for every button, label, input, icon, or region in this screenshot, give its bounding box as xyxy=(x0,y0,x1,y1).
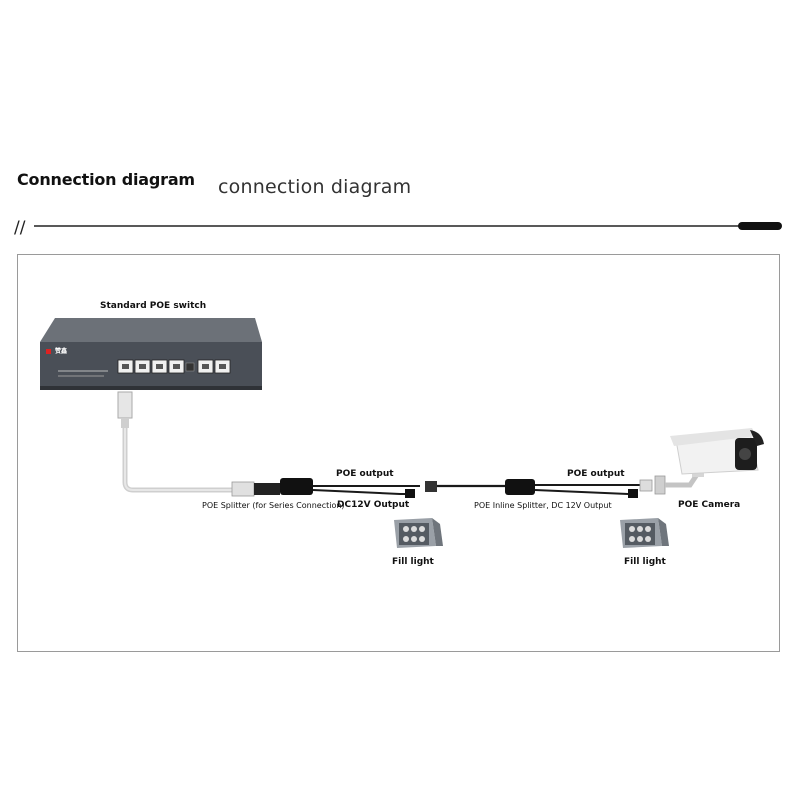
header-divider: // xyxy=(14,218,782,238)
rj45-plug-icon xyxy=(231,481,255,497)
poe-switch-icon xyxy=(40,318,262,390)
camera-icon xyxy=(654,428,764,495)
fill-light-label-2: Fill light xyxy=(624,557,666,567)
divider-end-bar xyxy=(738,222,782,230)
fill-light-icon xyxy=(394,518,443,548)
poe-output-label-1: POE output xyxy=(336,469,394,479)
rj45-plug-icon xyxy=(425,481,437,492)
rj45-plug-icon xyxy=(117,391,133,428)
diagram-frame xyxy=(17,254,780,652)
divider-mark: // xyxy=(14,218,26,238)
switch-brand: 赞鑫 xyxy=(55,348,68,355)
inline-splitter-label: POE Inline Splitter, DC 12V Output xyxy=(474,501,612,510)
splitter-icon xyxy=(254,478,420,498)
page-title: Connection diagram xyxy=(17,170,195,189)
camera-label: POE Camera xyxy=(678,500,741,510)
switch-label: Standard POE switch xyxy=(100,301,207,311)
poe-output-label-2: POE output xyxy=(567,469,625,479)
fill-light-label-1: Fill light xyxy=(392,557,434,567)
splitter-icon xyxy=(505,479,653,498)
fill-light-icon xyxy=(620,518,669,548)
splitter-label: POE Splitter (for Series Connection) xyxy=(202,501,345,510)
page-subtitle: connection diagram xyxy=(218,176,412,198)
dc-output-label: DC12V Output xyxy=(337,500,410,510)
